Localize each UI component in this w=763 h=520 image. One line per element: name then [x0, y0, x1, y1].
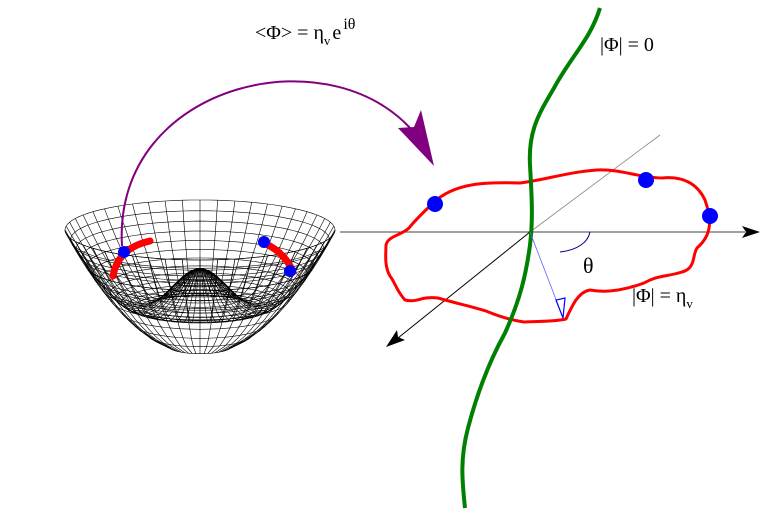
- bowl-shell-meridian: [117, 253, 182, 353]
- bowl-shell-meridian: [211, 257, 252, 354]
- bowl-mesh-ring: [81, 230, 319, 284]
- bowl-shell-meridian: [65, 233, 171, 349]
- bowl-shell-meridian: [225, 244, 318, 351]
- bowl-shell-meridian: [223, 248, 308, 352]
- bowl-shell-meridian: [203, 259, 218, 354]
- vev-lhs: <Φ> = η: [255, 22, 324, 44]
- horizontal-axis-arrowhead: [742, 226, 760, 238]
- bowl-mesh-ring: [109, 272, 291, 314]
- bowl-shell-meridian: [218, 253, 283, 353]
- bowl-mesh-ring: [126, 289, 274, 323]
- bowl-shell-meridian: [227, 241, 325, 350]
- angle-arc: [559, 231, 591, 253]
- diagonal-axis-back: [529, 134, 661, 233]
- mexican-hat-potential: [64, 199, 336, 354]
- mapping-arrow: [120, 80, 421, 247]
- vev-e: e: [332, 22, 342, 44]
- bowl-shell-meridian: [92, 248, 177, 352]
- vev-subscript: v: [323, 33, 331, 48]
- bowl-shell-meridian: [214, 255, 268, 354]
- vev-superscript: iθ: [343, 16, 356, 33]
- bowl-shell-meridian: [64, 229, 170, 348]
- bowl-shell-meridian: [148, 257, 189, 354]
- mapping-arrowhead: [398, 110, 434, 166]
- loop-vacuum-point: [638, 172, 654, 188]
- bowl-mesh-ring: [171, 280, 229, 295]
- bowl-shell-meridian: [182, 259, 197, 354]
- string-core: [460, 7, 602, 509]
- diagonal-axis-front: [397, 231, 531, 339]
- bowl-mesh-ring: [166, 285, 235, 302]
- zero-string-label: |Φ| = 0: [600, 34, 654, 56]
- vacuum-loop: [384, 168, 711, 324]
- angle-label: θ: [583, 253, 594, 278]
- bowl-vacuum-point: [284, 265, 296, 277]
- bowl-shell-meridian: [207, 258, 236, 354]
- bowl-mesh-ring: [132, 292, 268, 324]
- vacuum-loop-subscript: v: [686, 296, 693, 311]
- bowl-vacuum-point: [258, 236, 270, 248]
- bowl-shell-meridian: [164, 258, 193, 354]
- vacuum-loop-label: |Φ| = ηv: [632, 285, 693, 311]
- bowl-vacuum-point: [118, 246, 130, 258]
- loop-vacuum-point: [702, 208, 718, 224]
- bowl-shell-meridian: [82, 244, 175, 351]
- bowl-shell-meridian: [132, 255, 186, 354]
- radius-arrowhead: [555, 297, 566, 319]
- bowl-mesh-ring: [154, 292, 246, 314]
- vacuum-loop-lhs: |Φ| = η: [632, 285, 687, 307]
- diagonal-axis-arrowhead: [386, 330, 405, 347]
- bowl-shell-meridian: [229, 237, 331, 349]
- bowl-mesh-ring: [115, 279, 285, 318]
- loop-vacuum-point: [427, 196, 443, 212]
